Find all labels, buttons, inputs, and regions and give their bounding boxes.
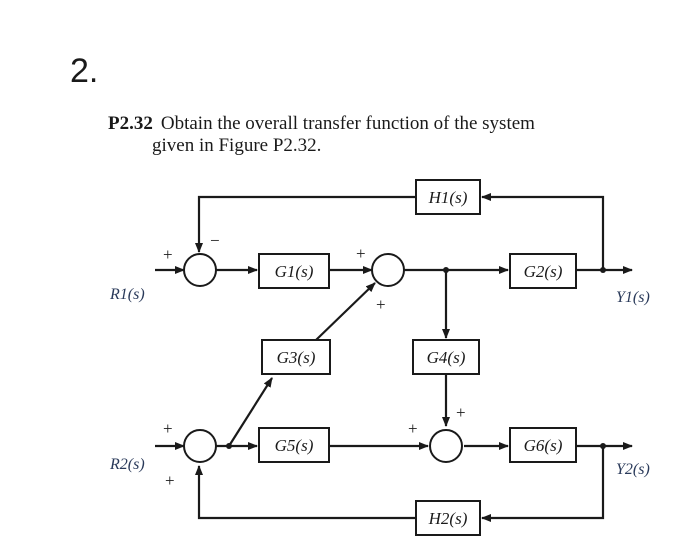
block-g2: G2(s) [509, 253, 577, 289]
problem-text-line1: Obtain the overall transfer function of … [160, 113, 535, 134]
problem-text-line2: given in Figure P2.32. [152, 135, 322, 156]
block-g3: G3(s) [261, 339, 331, 375]
block-g4: G4(s) [412, 339, 480, 375]
svg-text:H2(s): H2(s) [428, 509, 468, 528]
block-h2: H2(s) [415, 500, 481, 536]
problem-statement: P2.32 Obtain the overall transfer functio… [108, 113, 648, 157]
question-number: 2. [70, 52, 99, 90]
sign-sj3-bottom: + [165, 471, 175, 490]
svg-text:G1(s): G1(s) [275, 262, 314, 281]
svg-text:G5(s): G5(s) [275, 436, 314, 455]
summing-junction-3 [183, 429, 217, 463]
sign-sj4-top: + [456, 403, 466, 422]
sign-sj2-left: + [356, 244, 366, 263]
summing-junction-2 [371, 253, 405, 287]
block-g6: G6(s) [509, 427, 577, 463]
input-r1-label: R1(s) [109, 286, 145, 303]
svg-text:G6(s): G6(s) [524, 436, 563, 455]
branch-points [226, 267, 606, 449]
input-r2-label: R2(s) [109, 456, 145, 473]
sign-sj3-left: + [163, 419, 173, 438]
svg-text:G2(s): G2(s) [524, 262, 563, 281]
sign-sj2-bottom: + [376, 295, 386, 314]
sign-sj4-left: + [408, 419, 418, 438]
svg-text:G3(s): G3(s) [277, 348, 316, 367]
output-y2-label: Y2(s) [616, 461, 650, 478]
svg-text:H1(s): H1(s) [428, 188, 468, 207]
block-g5: G5(s) [258, 427, 330, 463]
output-y1-label: Y1(s) [616, 289, 650, 306]
problem-id: P2.32 [108, 113, 153, 134]
block-h1: H1(s) [415, 179, 481, 215]
block-g1: G1(s) [258, 253, 330, 289]
sign-sj1-top: − [210, 231, 220, 250]
svg-text:G4(s): G4(s) [427, 348, 466, 367]
signal-wires [155, 193, 633, 522]
sign-sj1-left: + [163, 245, 173, 264]
summing-junction-1 [183, 253, 217, 287]
summing-junction-4 [429, 429, 463, 463]
